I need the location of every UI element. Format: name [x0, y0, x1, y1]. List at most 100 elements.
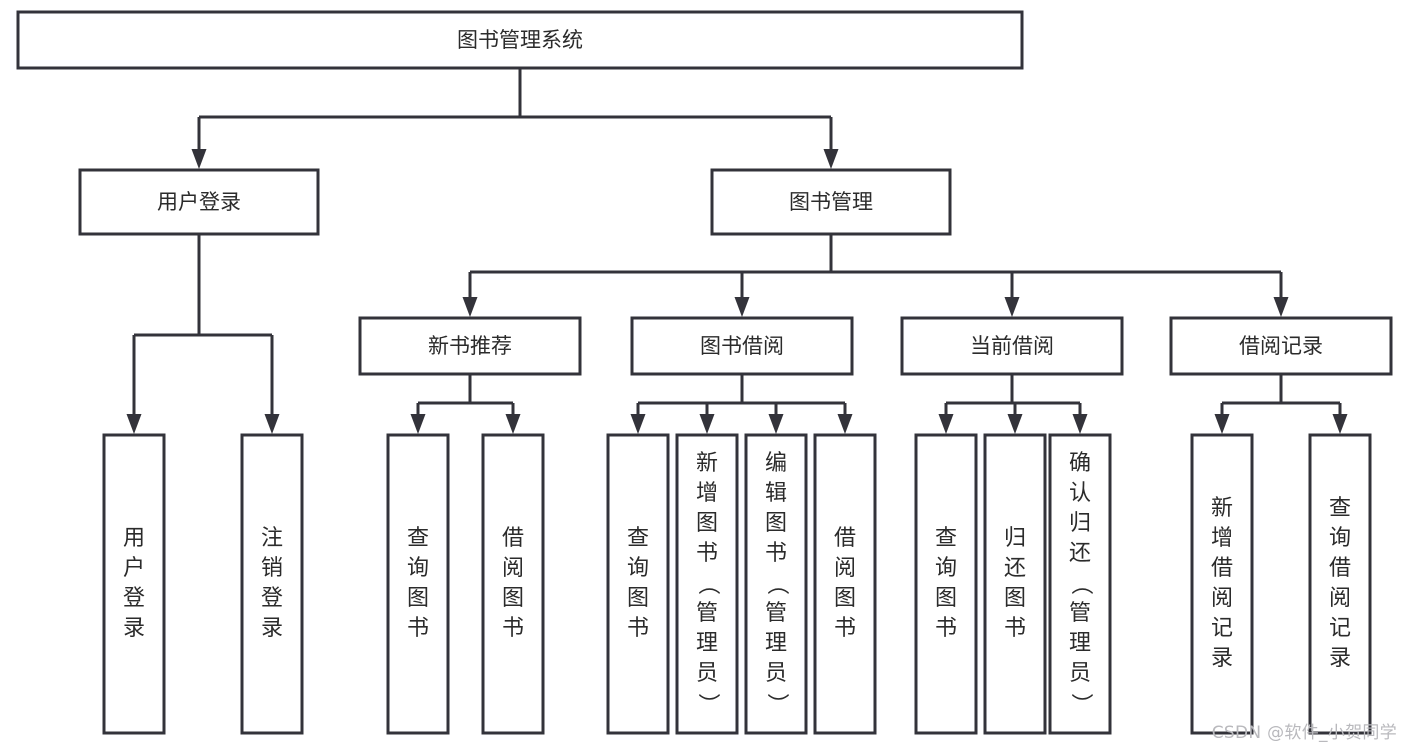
node-box[interactable]	[900, 316, 1124, 376]
node-box[interactable]	[386, 433, 450, 735]
node-l3-2[interactable]: 图书借阅	[630, 316, 854, 376]
node-l3-3[interactable]: 当前借阅	[900, 316, 1124, 376]
node-root[interactable]: 图书管理系统	[16, 10, 1024, 70]
node-box[interactable]	[710, 168, 952, 236]
node-label: 图书管理系统	[457, 28, 583, 52]
node-label: 图书管理	[789, 190, 873, 214]
node-label-char: 询	[407, 556, 429, 581]
node-label-char: 录	[123, 616, 145, 641]
node-label-char: 用	[123, 526, 145, 551]
arrow-head-icon	[1214, 414, 1230, 434]
node-box[interactable]	[16, 10, 1024, 70]
node-l3-4[interactable]: 借阅记录	[1169, 316, 1393, 376]
node-label-char: 查	[935, 526, 957, 551]
node-label-char: 户	[123, 556, 145, 581]
node-label-char: 编	[765, 451, 787, 476]
node-label-char: 查	[407, 526, 429, 551]
node-box[interactable]	[630, 316, 854, 376]
node-label-char: 借	[834, 526, 856, 551]
node-label-char: 书	[407, 616, 429, 641]
node-label-char: 阅	[1329, 586, 1351, 611]
node-box[interactable]	[744, 433, 808, 735]
arrow-head-icon	[1004, 297, 1020, 317]
arrow-head-icon	[505, 414, 521, 434]
arrow-head-icon	[837, 414, 853, 434]
connector-group	[630, 374, 853, 434]
arrow-head-icon	[126, 414, 142, 434]
node-label-char: 归	[1069, 511, 1091, 536]
node-label-char: 图	[627, 586, 649, 611]
node-label-char: 询	[627, 556, 649, 581]
node-label-char: （	[695, 573, 720, 595]
node-box[interactable]	[481, 433, 545, 735]
node-label-char: 书	[765, 541, 787, 566]
node-box[interactable]	[675, 433, 739, 735]
node-label-char: 记	[1329, 616, 1351, 641]
node-box[interactable]	[102, 433, 166, 735]
node-l2-1[interactable]: 用户登录	[78, 168, 320, 236]
node-label-char: 借	[1329, 556, 1351, 581]
node-label-char: 书	[834, 616, 856, 641]
node-label-char: 图	[935, 586, 957, 611]
arrow-head-icon	[264, 414, 280, 434]
node-label-char: 登	[123, 586, 145, 611]
node-label-char: 录	[1329, 646, 1351, 671]
arrow-head-icon	[1273, 297, 1289, 317]
node-label-char: 确	[1069, 451, 1091, 476]
node-label-char: 查	[1329, 496, 1351, 521]
node-box[interactable]	[358, 316, 582, 376]
node-box[interactable]	[813, 433, 877, 735]
node-box[interactable]	[240, 433, 304, 735]
node-l4-1[interactable]: 用户登录	[102, 433, 166, 735]
node-l2-2[interactable]: 图书管理	[710, 168, 952, 236]
arrow-head-icon	[1332, 414, 1348, 434]
node-box[interactable]	[1308, 433, 1372, 735]
node-label-char: 图	[502, 586, 524, 611]
node-label-char: 理	[696, 631, 718, 656]
node-label-char: 借	[502, 526, 524, 551]
connector-group	[410, 374, 521, 434]
node-label-char: 图	[407, 586, 429, 611]
node-box[interactable]	[78, 168, 320, 236]
node-label-char: 书	[502, 616, 524, 641]
node-l3-1[interactable]: 新书推荐	[358, 316, 582, 376]
node-box[interactable]	[1048, 433, 1112, 735]
node-label-char: 图	[765, 511, 787, 536]
watermark-label: CSDN @软件_小贺同学	[1211, 723, 1397, 743]
node-label-char: ）	[695, 693, 720, 715]
node-label-char: 还	[1069, 541, 1091, 566]
arrow-head-icon	[630, 414, 646, 434]
node-box[interactable]	[1190, 433, 1254, 735]
node-label-char: 理	[765, 631, 787, 656]
node-label-char: 借	[1211, 556, 1233, 581]
arrow-head-icon	[823, 149, 839, 169]
node-label-char: 增	[1211, 526, 1233, 551]
arrow-head-icon	[410, 414, 426, 434]
node-label: 图书借阅	[700, 334, 784, 358]
node-box[interactable]	[983, 433, 1047, 735]
node-label: 借阅记录	[1239, 334, 1323, 358]
node-box[interactable]	[1169, 316, 1393, 376]
arrow-head-icon	[734, 297, 750, 317]
node-label-char: 认	[1069, 481, 1091, 506]
node-label-char: 辑	[765, 481, 787, 506]
node-label-char: （	[764, 573, 789, 595]
node-label-char: 还	[1004, 556, 1026, 581]
node-box[interactable]	[606, 433, 670, 735]
connector-group	[1214, 374, 1348, 434]
node-box[interactable]	[914, 433, 978, 735]
node-label-char: 阅	[1211, 586, 1233, 611]
